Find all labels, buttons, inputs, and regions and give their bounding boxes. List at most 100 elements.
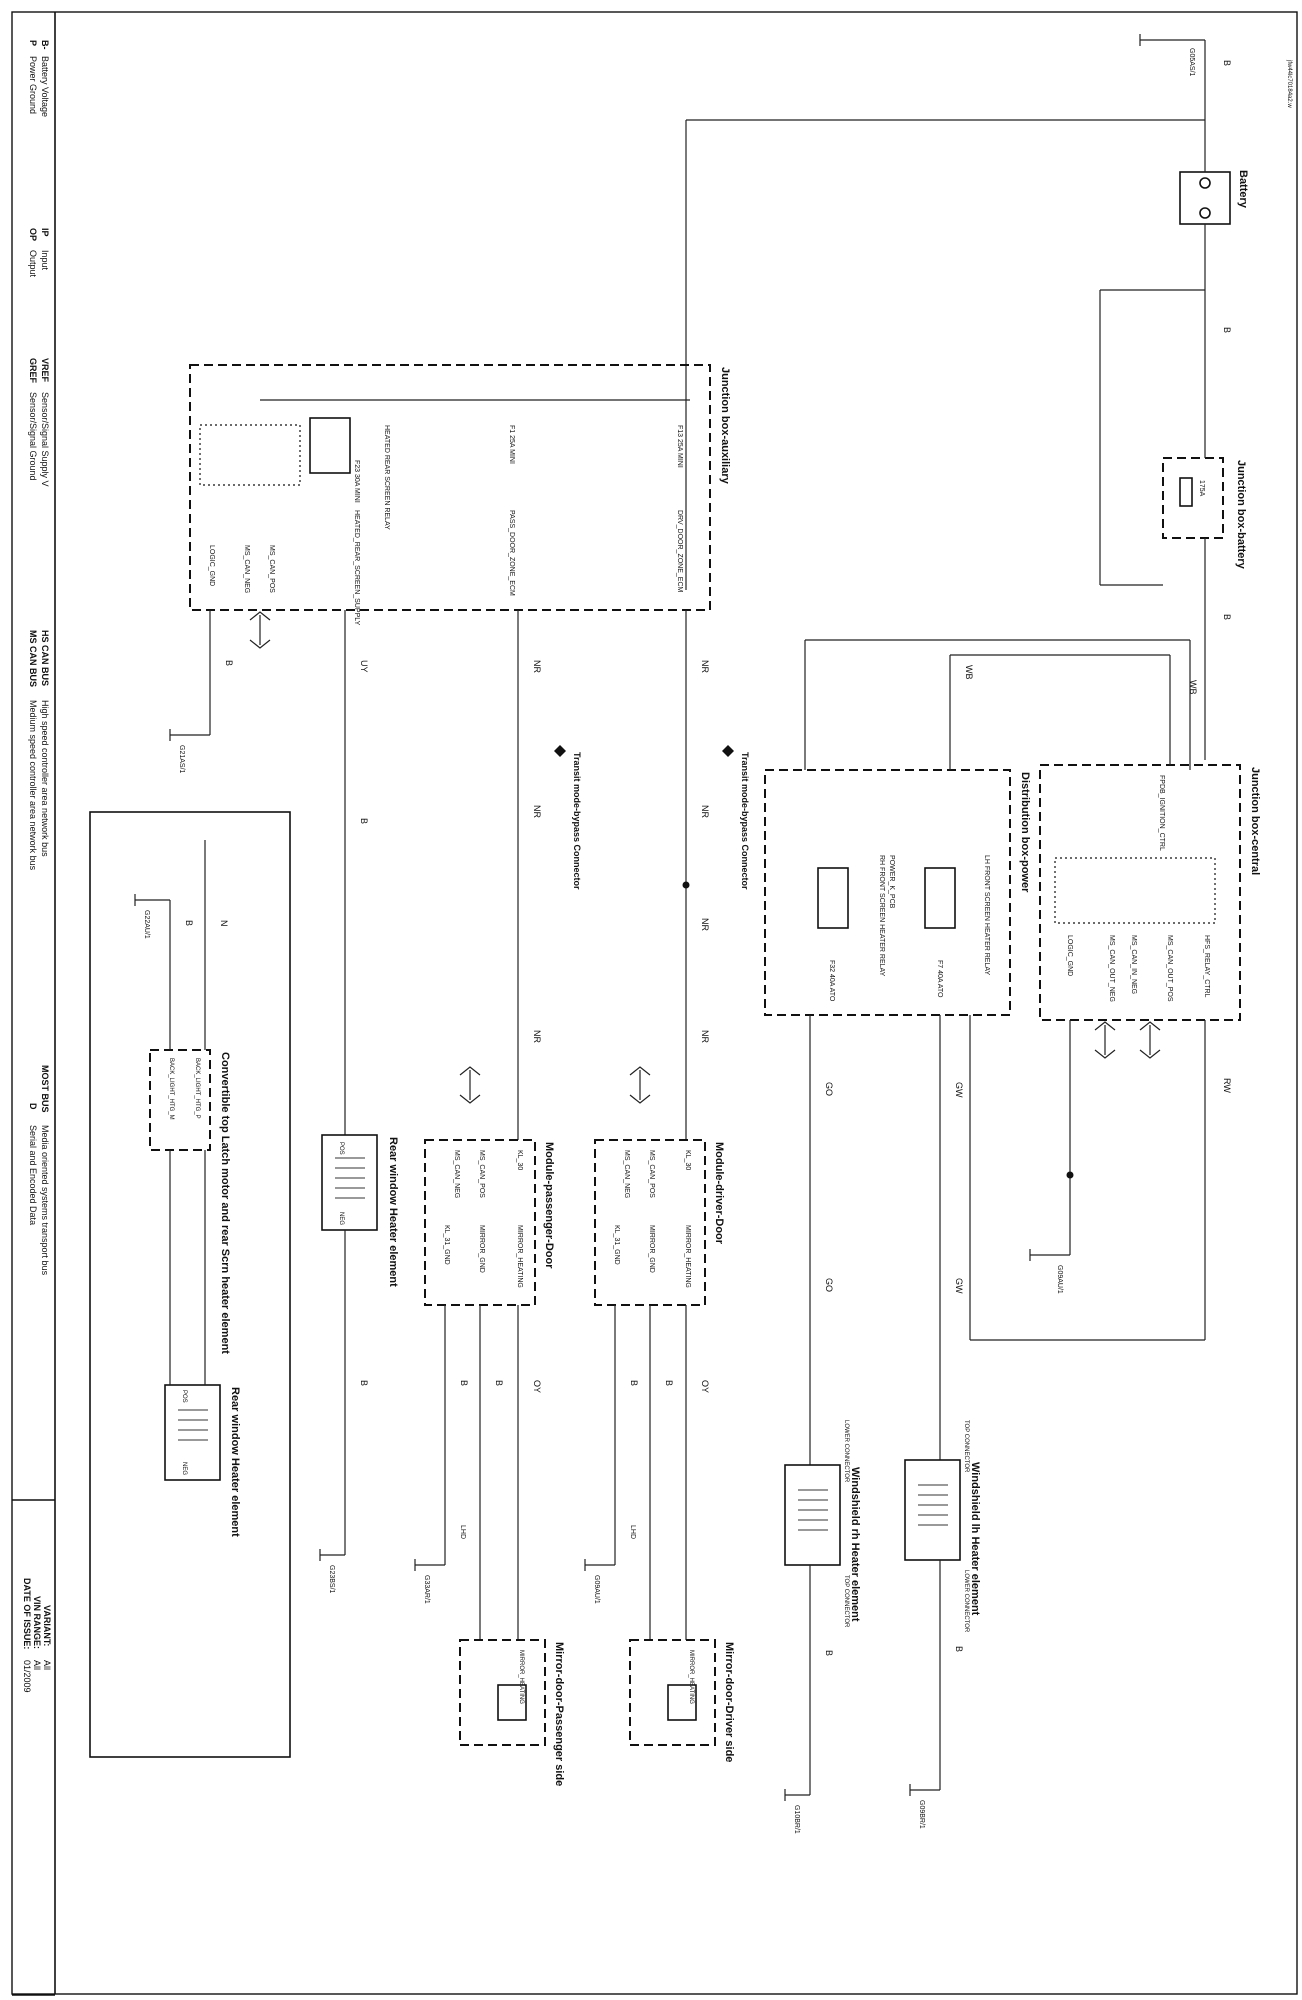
fuse-f7: F7 40A ATO (936, 960, 943, 998)
wire-color-rw: RW (1222, 1078, 1232, 1093)
vin-value: All (32, 1660, 42, 1670)
wire-color-b-ws-lh: B (954, 1646, 964, 1652)
signal-power-pcb: POWER_K_PCB (888, 855, 895, 909)
wire-color-wb-1: WB (1188, 680, 1198, 695)
wire-color-oy-pass: OY (532, 1380, 542, 1393)
module-passenger-door: Module-passenger-Door KL_30 MS_CAN_POS M… (424, 1139, 555, 1306)
signal-kl31-pass: KL_31_GND (443, 1225, 450, 1265)
ws-rh-label: Windshield rh Heater element (849, 1467, 861, 1622)
fuse-f32: F32 40A ATO (828, 960, 835, 1002)
wire-color-nr-4: NR (700, 1030, 710, 1043)
variant-value: All (42, 1660, 52, 1670)
legend-code-bplus: B- (40, 40, 50, 50)
lhd-pass: LHD (459, 1525, 466, 1539)
legend-code-ip: IP (40, 228, 50, 237)
wire-color-b-1110: B (1222, 327, 1232, 333)
legend-text-d: Serial and Encoded Data (28, 1125, 38, 1225)
ground-g23bs: G23BS/1 (328, 1565, 335, 1594)
signal-pass-door: PASS_DOOR_ZONE_ECM (508, 510, 515, 596)
signal-ms-can-neg-aux: MS_CAN_NEG (243, 545, 250, 593)
wire-color-oy-drv: OY (700, 1380, 710, 1393)
wire-color-gw-1: GW (954, 1082, 964, 1098)
signal-mirror-heating-m1: MIRROR_HEATING (688, 1650, 694, 1704)
dist-box-label: Distribution box-power (1019, 772, 1031, 893)
lhd-drv: LHD (629, 1525, 636, 1539)
wire-color-b-rear-gnd: B (359, 1380, 369, 1386)
legend-text-output: Output (28, 250, 38, 278)
mirror-passenger-side: Mirror-door-Passenger side MIRROR_HEATIN… (459, 1639, 565, 1786)
distribution-box-power: Distribution box-power LH FRONT SCREEN H… (764, 769, 1031, 1016)
signal-hfs-relay: HFS_RELAY_CTRL (1203, 935, 1210, 998)
wire-color-b-drv: B (664, 1380, 674, 1386)
signal-kl30-drv: KL_30 (684, 1150, 691, 1170)
windshield-rh-heater: Windshield rh Heater element LOWER CONNE… (784, 1420, 861, 1628)
transit-mode-connector-1: Transit mode-bypass Connector (722, 745, 750, 890)
junction-box-auxiliary: Junction box-auxiliary F13 25A MINI F1 2… (189, 364, 731, 626)
signal-back-light-p: BACK_LIGHT_HTG_P (194, 1058, 200, 1119)
document-id: jfw44lc70184a2.w (1286, 59, 1292, 108)
battery: Battery (1179, 170, 1249, 225)
fuse-175a: 175A (1198, 480, 1205, 497)
signal-mirror-gnd-pass: MIRROR_GND (478, 1225, 485, 1273)
mirror-pass-label: Mirror-door-Passenger side (553, 1642, 565, 1786)
convertible-inset: Convertible top Latch motor and rear Scr… (89, 811, 291, 1758)
junction-box-central: Junction box-central FPDB_IGNITION_CTRL … (1039, 764, 1261, 1021)
legend-code-d: D (28, 1103, 38, 1110)
signal-ms-can-pos-pass: MS_CAN_POS (478, 1150, 485, 1198)
legend-text-vref: Sensor/Signal Supply V (40, 392, 50, 487)
fuse-f23: F23 30A MINI (353, 460, 360, 503)
ws-rh-top-conn: TOP CONNECTOR (843, 1575, 849, 1628)
jb-battery-label: Junction box-battery (1235, 460, 1247, 570)
battery-label: Battery (1237, 170, 1249, 209)
signal-kl31-drv: KL_31_GND (613, 1225, 620, 1265)
ws-lh-label: Windshield lh Heater element (969, 1462, 981, 1616)
legend-text-battery-voltage: Battery Voltage (40, 56, 50, 117)
signal-logic-gnd-central: LOGIC_GND (1066, 935, 1073, 976)
signal-ms-in-neg: MS_CAN_IN_NEG (1130, 935, 1137, 994)
signal-fpdb: FPDB_IGNITION_CTRL (1158, 775, 1165, 851)
wire-color-b-ws-rh: B (824, 1650, 834, 1656)
fuse-f13: F13 25A MINI (676, 425, 683, 468)
junction-box-battery: Junction box-battery 175A (1162, 457, 1247, 570)
legend-text-power-ground: Power Ground (28, 56, 38, 114)
transit-mode-connector-2: Transit mode-bypass Connector (554, 745, 582, 890)
signal-heated-rear: HEATED_REAR_SCREEN_SUPPLY (353, 510, 360, 626)
signal-back-light-m: BACK_LIGHT_HTG_M (168, 1058, 174, 1120)
wire-color-b-aux-gnd: B (224, 660, 234, 666)
ws-lh-lower-conn: LOWER CONNECTOR (963, 1570, 969, 1633)
wire-color-b-top: B (1222, 60, 1232, 66)
ground-g21as: G21AS/1 (178, 745, 185, 774)
jb-aux-label: Junction box-auxiliary (719, 367, 731, 485)
rear-heater-neg: NEG (338, 1212, 344, 1225)
module-driver-door: Module-driver-Door KL_30 MS_CAN_POS MS_C… (594, 1139, 725, 1306)
rear-heater-label: Rear window Heater element (387, 1137, 399, 1287)
ground-g22au: G22AU/1 (143, 910, 150, 939)
signal-logic-gnd-aux: LOGIC_GND (208, 545, 215, 586)
wire-color-gw-2: GW (954, 1278, 964, 1294)
signal-ms-out-pos: MS_CAN_OUT_POS (1166, 935, 1173, 1002)
legend-text-most: Media oriented systems transport bus (40, 1125, 50, 1276)
signal-ms-can-neg-drv: MS_CAN_NEG (623, 1150, 630, 1198)
signal-kl30-pass: KL_30 (516, 1150, 523, 1170)
wire-color-nr-2: NR (700, 805, 710, 818)
legend-code-vref: VREF (40, 358, 50, 383)
signal-mirror-gnd-drv: MIRROR_GND (648, 1225, 655, 1273)
signal-drv-door: DRV_DOOR_ZONE_ECM (676, 510, 683, 593)
conv-heater-neg: NEG (181, 1462, 187, 1475)
signal-mirror-heating-drv: MIRROR_HEATING (684, 1225, 691, 1288)
vin-label: VIN RANGE: (32, 1596, 42, 1649)
legend-code-hs-can: HS CAN BUS (40, 630, 50, 686)
legend-text-gref: Sensor/Signal Ground (28, 392, 38, 481)
wire-color-nr-7: NR (532, 1030, 542, 1043)
legend-code-op: OP (28, 228, 38, 241)
signal-mirror-heating-m2: MIRROR_HEATING (518, 1650, 524, 1704)
wire-color-nr-1: NR (700, 660, 710, 673)
conv-heater-pos: POS (181, 1390, 187, 1403)
jb-central-label: Junction box-central (1249, 767, 1261, 875)
signal-ms-can-neg-pass: MS_CAN_NEG (453, 1150, 460, 1198)
wire-color-nr-5: NR (532, 660, 542, 673)
wire-color-nr-6: NR (532, 805, 542, 818)
legend-text-hs-can: High speed controller area network bus (40, 700, 50, 857)
wire-color-b-rear: B (359, 818, 369, 824)
variant-label: VARIANT: (42, 1605, 52, 1646)
